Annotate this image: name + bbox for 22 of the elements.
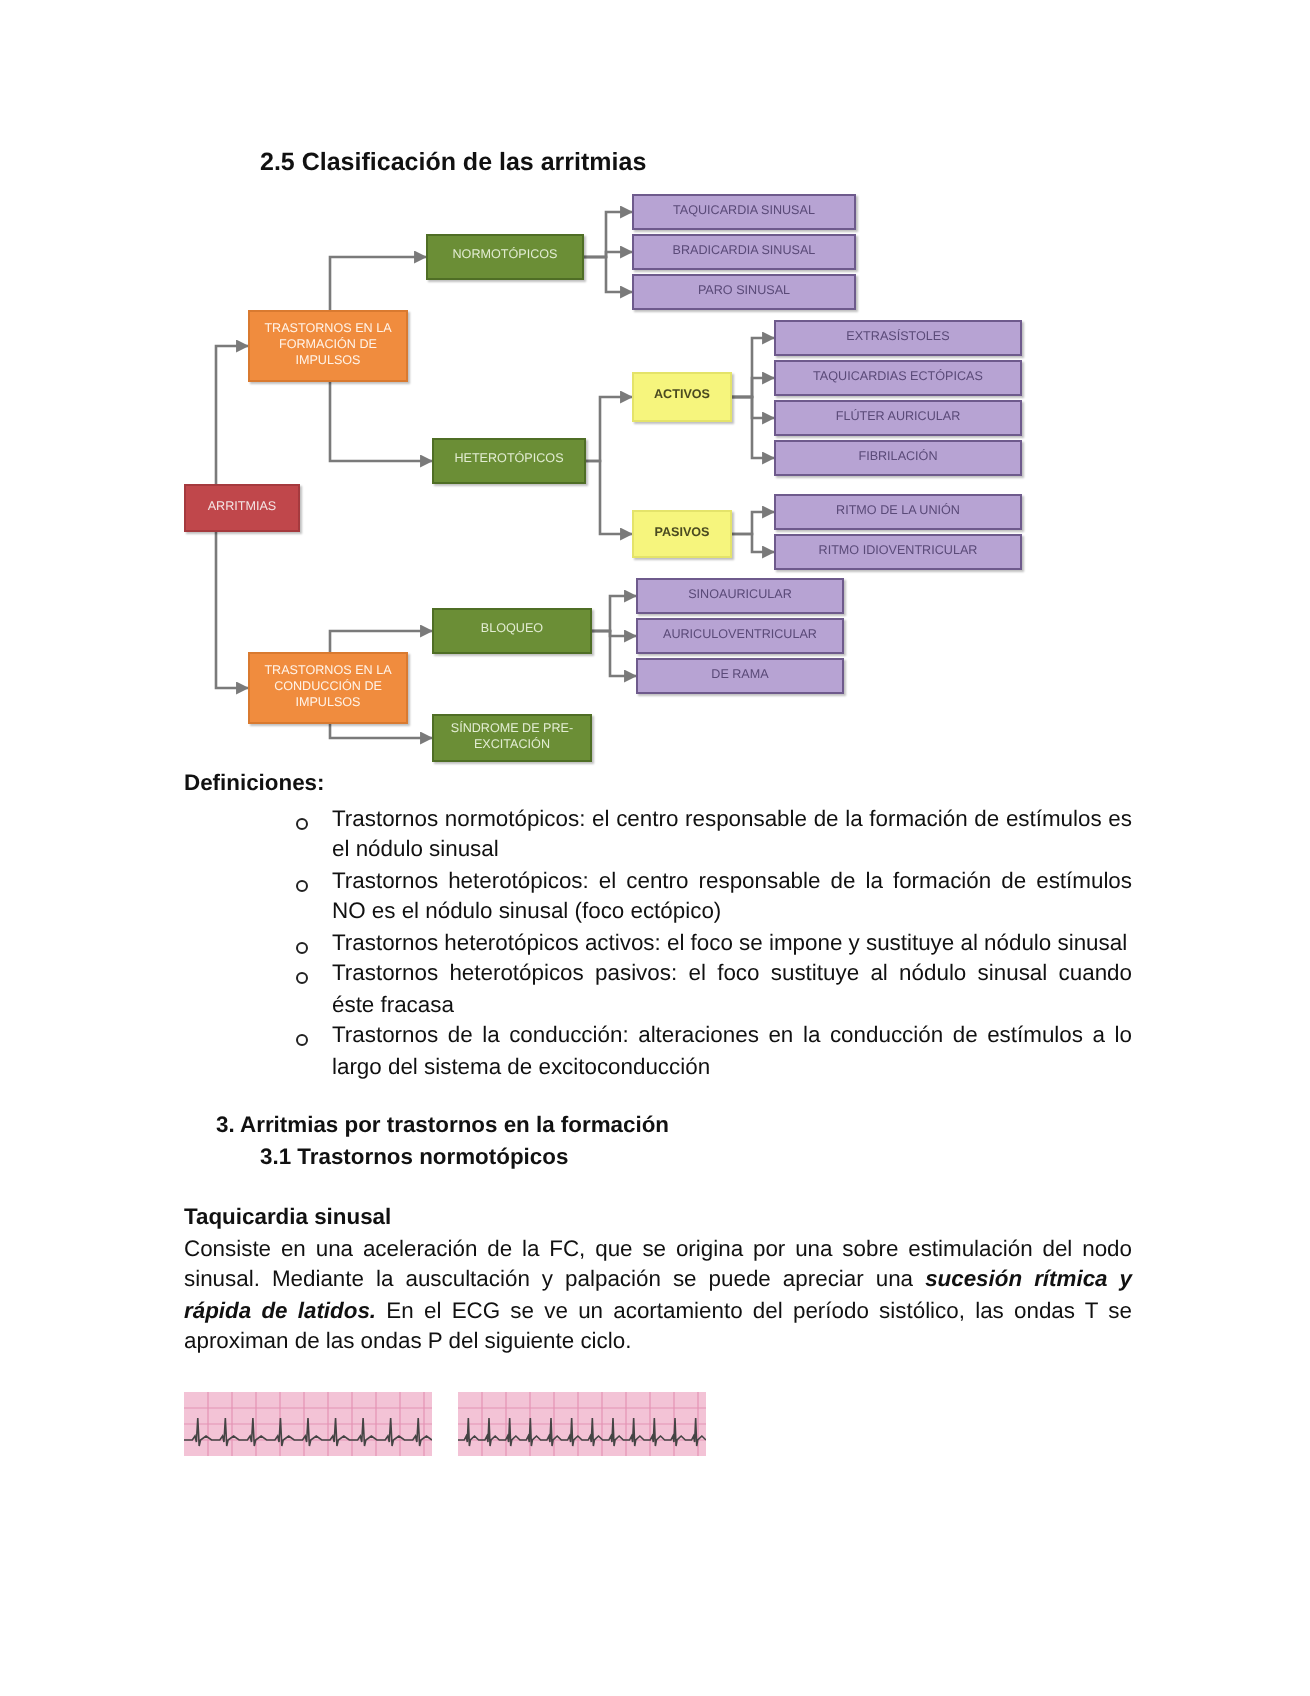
arrow <box>584 255 634 299</box>
definition-item: Trastornos de la conducción: alteraciones en la conducción de estímulos a lo largo del sistema de excitoconducción <box>292 1022 1132 1084</box>
definition-item: Trastornos heterotópicos pasivos: el foco sustituye al nódulo sinusal cuando éste fracasa <box>292 960 1132 1022</box>
arrow <box>328 250 428 310</box>
arrow <box>214 339 250 484</box>
subheading: 3.1 Trastornos normotópicos <box>258 1143 571 1173</box>
arrow <box>732 532 776 559</box>
arrow <box>328 624 434 652</box>
arrow <box>328 724 434 745</box>
section-heading: 2.5 Clasificación de las arritmias <box>260 148 647 176</box>
arrow <box>214 532 250 695</box>
arrow <box>586 459 634 541</box>
definition-item: Trastornos normotópicos: el centro responsable de la formación de estímulos es el nódulo sinusal <box>292 805 1132 867</box>
definition-item: Trastornos heterotópicos activos: el foco se impone y sustituye al nódulo sinusal <box>292 929 1132 960</box>
heading: 3. Arritmias por trastornos en la formación <box>214 1112 671 1142</box>
heading: Taquicardia sinusal <box>184 1204 394 1234</box>
definition-item: Trastornos heterotópicos: el centro responsable de la formación de estímulos NO es el nódulo sinusal (foco ectópico) <box>292 867 1132 929</box>
arrow <box>732 395 776 465</box>
heading: Definiciones: <box>184 770 327 800</box>
paragraph: Consiste en una aceleración de la FC, que se origina por una sobre estimulación del nodo sinusal. Mediante la auscultación y palpación se puede apreciar una sucesión rítmica y rápida de latidos. En el ECG se ve un acortamiento del período sistólico, las ondas T se aproximan de las ondas P del siguiente ciclo. <box>184 1235 1132 1358</box>
arrow <box>328 382 434 468</box>
arrow <box>592 629 638 683</box>
